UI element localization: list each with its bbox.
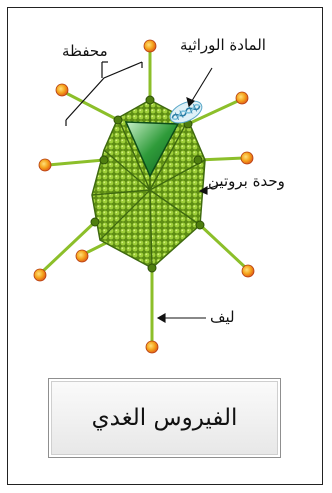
caption-box: الفيروس الغدي bbox=[48, 378, 281, 458]
fiber-knob bbox=[146, 341, 158, 353]
label-protein-unit: وحدة بروتين bbox=[208, 172, 285, 190]
fiber-knob bbox=[56, 84, 68, 96]
caption-title: الفيروس الغدي bbox=[92, 405, 238, 431]
fiber-knob bbox=[236, 92, 248, 104]
fiber-knob bbox=[241, 152, 253, 164]
label-capsid: محفظة bbox=[62, 42, 108, 60]
fiber-knob bbox=[34, 269, 46, 281]
label-fiber: ليف bbox=[210, 308, 235, 326]
fiber bbox=[64, 92, 118, 120]
label-genetic-material: المادة الوراثية bbox=[180, 36, 266, 54]
fiber bbox=[200, 225, 246, 268]
fiber bbox=[42, 222, 95, 272]
fiber-knob bbox=[76, 250, 88, 262]
fiber-knob bbox=[39, 159, 51, 171]
fiber-knob bbox=[242, 265, 254, 277]
fiber-knob bbox=[144, 40, 156, 52]
fiber bbox=[48, 160, 104, 165]
